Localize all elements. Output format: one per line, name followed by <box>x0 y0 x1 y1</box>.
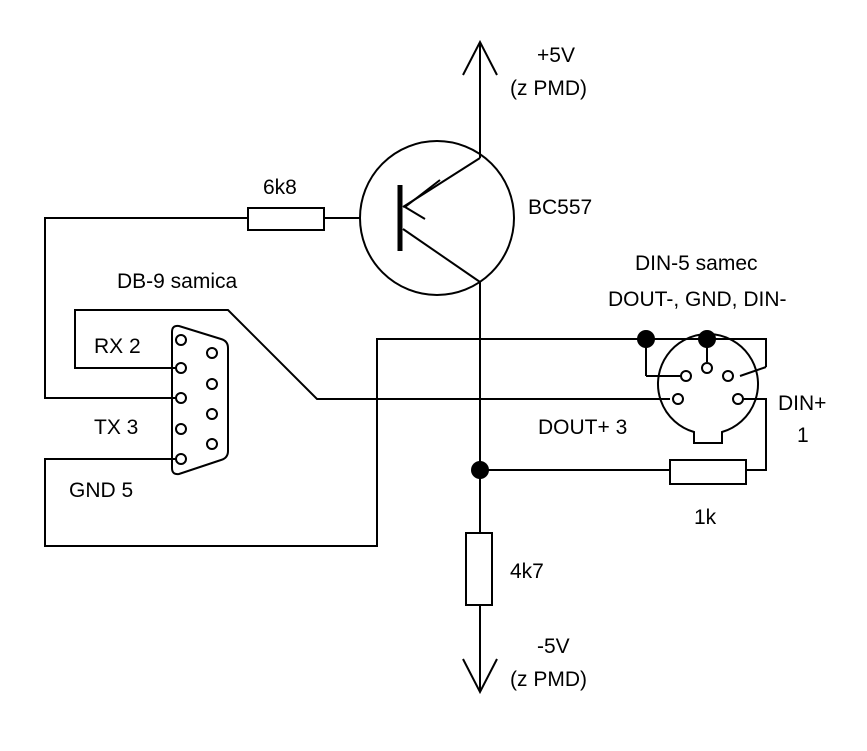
pulldown-resistor <box>465 532 493 692</box>
vcc-arrow <box>462 39 498 158</box>
din-plus-number: 1 <box>797 424 809 447</box>
din5-top-pins-label: DOUT-, GND, DIN- <box>608 288 787 311</box>
vee-arrow <box>462 658 498 695</box>
gnd-pin-label: GND 5 <box>69 479 133 502</box>
base-resistor-label: 6k8 <box>263 176 297 199</box>
junction-dot-dout-minus <box>637 330 655 348</box>
din-resistor <box>480 398 767 485</box>
din-resistor-label: 1k <box>694 506 717 529</box>
din-plus-label: DIN+ <box>778 392 826 415</box>
dout-plus-label: DOUT+ 3 <box>538 416 627 439</box>
transistor-label: BC557 <box>528 196 592 219</box>
base-resistor <box>44 207 360 399</box>
vcc-label: +5V <box>537 44 575 67</box>
vee-source-label: (z PMD) <box>510 668 587 691</box>
din5-title: DIN-5 samec <box>635 252 758 275</box>
vcc-source-label: (z PMD) <box>510 77 587 100</box>
gnd-wire <box>44 338 767 547</box>
db9-connector <box>171 324 229 476</box>
tx-pin-label: TX 3 <box>94 416 138 439</box>
vee-label: -5V <box>537 635 570 658</box>
transistor-bc557 <box>359 140 515 296</box>
pulldown-resistor-label: 4k7 <box>510 560 544 583</box>
rx-pin-label: RX 2 <box>94 335 141 358</box>
din5-connector <box>657 333 759 444</box>
rx-wire <box>74 309 670 400</box>
db9-title: DB-9 samica <box>117 270 238 293</box>
junction-dot-gnd <box>698 330 716 348</box>
